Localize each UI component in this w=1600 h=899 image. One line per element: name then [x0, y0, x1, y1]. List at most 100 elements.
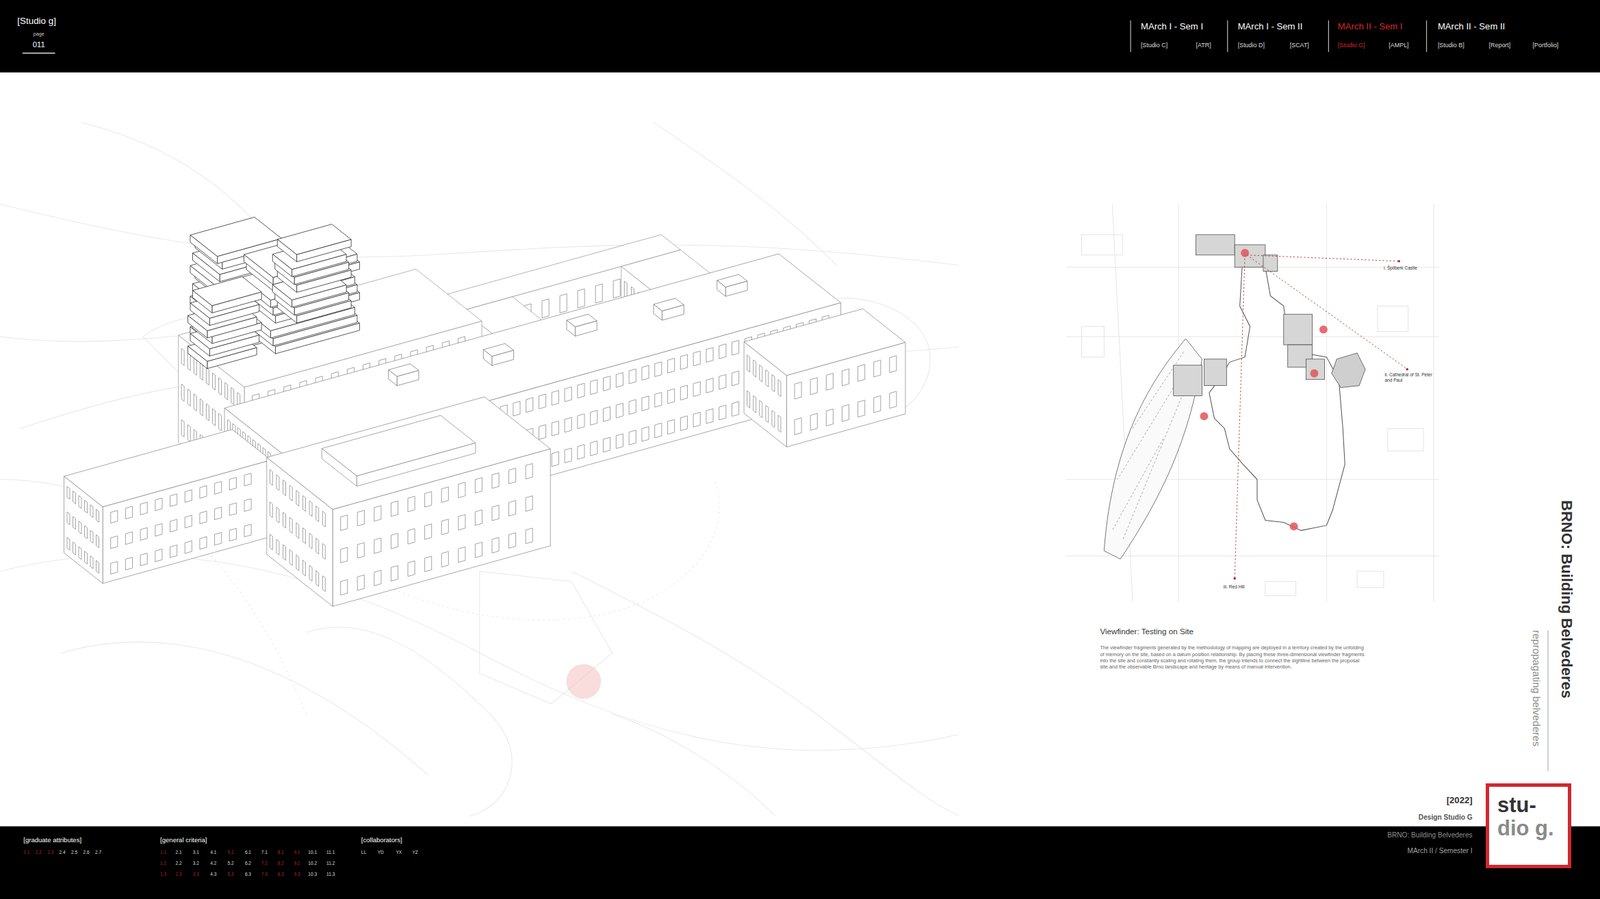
window — [340, 515, 348, 532]
window — [509, 468, 516, 484]
window — [680, 385, 688, 401]
collaborator-initials: YX — [396, 849, 403, 856]
window — [199, 363, 203, 381]
window — [615, 433, 623, 449]
window — [193, 358, 197, 376]
front-face — [102, 459, 272, 584]
side-face — [743, 342, 787, 448]
nav-item: [SCAT] — [1289, 41, 1310, 50]
side-face — [272, 284, 292, 308]
window — [539, 394, 547, 410]
window — [732, 340, 740, 356]
context-line — [479, 571, 613, 705]
attribute-code: 2.4 — [59, 849, 66, 856]
window — [458, 514, 466, 531]
window — [509, 500, 516, 517]
context-line — [571, 571, 960, 817]
criteria-code: 9.2 — [293, 860, 300, 867]
window — [826, 409, 833, 427]
window — [732, 401, 740, 417]
map-building — [1196, 234, 1236, 256]
window — [654, 362, 662, 378]
window — [641, 427, 649, 443]
axonometric-building — [63, 216, 906, 607]
page-number: 011 — [32, 40, 46, 50]
attribute-code: 2.5 — [71, 849, 78, 856]
window — [492, 505, 499, 521]
window — [90, 555, 94, 569]
section-heading: Viewfinder: Testing on Site — [1099, 626, 1194, 637]
subtitle: repropagating belvederes — [1530, 630, 1543, 747]
window — [125, 506, 133, 519]
map-grid — [1066, 336, 1439, 338]
map-block — [1081, 326, 1105, 358]
window — [289, 550, 293, 566]
criteria-code: 4.3 — [210, 871, 217, 878]
window — [309, 533, 313, 549]
window — [603, 376, 611, 392]
criteria-code: 11.2 — [326, 860, 335, 867]
window — [525, 463, 533, 480]
window — [407, 528, 415, 545]
window — [706, 347, 714, 363]
criteria-code: 7.1 — [261, 849, 268, 856]
criteria-code: 6.1 — [244, 849, 252, 856]
window — [96, 560, 100, 574]
window — [551, 451, 559, 467]
window — [680, 416, 688, 432]
window — [218, 377, 222, 395]
window — [289, 485, 293, 501]
footer-heading: [general criteria] — [160, 836, 207, 844]
window — [244, 524, 252, 537]
criteria-code: 8.3 — [277, 871, 285, 878]
footer-heading: [collaborators] — [361, 836, 403, 844]
window — [181, 383, 185, 402]
window — [771, 375, 775, 393]
window — [110, 561, 118, 575]
viewpoint-dot — [1240, 249, 1249, 258]
map-block — [1081, 234, 1124, 256]
window — [212, 372, 216, 391]
window — [170, 494, 178, 507]
window — [357, 574, 365, 591]
window — [693, 381, 701, 397]
criteria-code: 6.3 — [244, 871, 252, 878]
window — [492, 537, 499, 554]
attribute-code: 2.3 — [47, 849, 54, 856]
window — [441, 487, 449, 503]
window — [214, 481, 222, 495]
side-face — [266, 457, 333, 608]
window — [187, 389, 191, 407]
site-outline — [1209, 255, 1345, 532]
window — [90, 505, 94, 519]
criteria-code: 11.3 — [326, 871, 335, 878]
window — [474, 542, 482, 558]
window — [732, 370, 740, 386]
window — [155, 523, 163, 536]
window — [96, 509, 100, 523]
window — [231, 387, 235, 405]
criteria-code: 5.3 — [227, 871, 235, 878]
attribute-code: 2.2 — [35, 849, 42, 856]
window — [225, 382, 228, 400]
body-text: The viewfinder fragments generated by th… — [1099, 644, 1368, 670]
window — [747, 390, 751, 408]
window — [603, 437, 611, 453]
window — [526, 397, 534, 413]
window — [67, 486, 70, 500]
window — [595, 284, 603, 304]
window — [615, 403, 623, 419]
nav-item: [ATR] — [1196, 41, 1212, 50]
window — [719, 374, 727, 390]
front-face — [661, 305, 684, 321]
park-outline — [1103, 338, 1202, 560]
window — [889, 355, 897, 373]
criteria-code: 1.3 — [160, 871, 167, 878]
criteria-code: 4.1 — [210, 849, 217, 856]
attribute-code: 2.7 — [95, 849, 102, 856]
window — [73, 516, 76, 530]
sightline — [1234, 255, 1245, 578]
window — [184, 515, 192, 528]
